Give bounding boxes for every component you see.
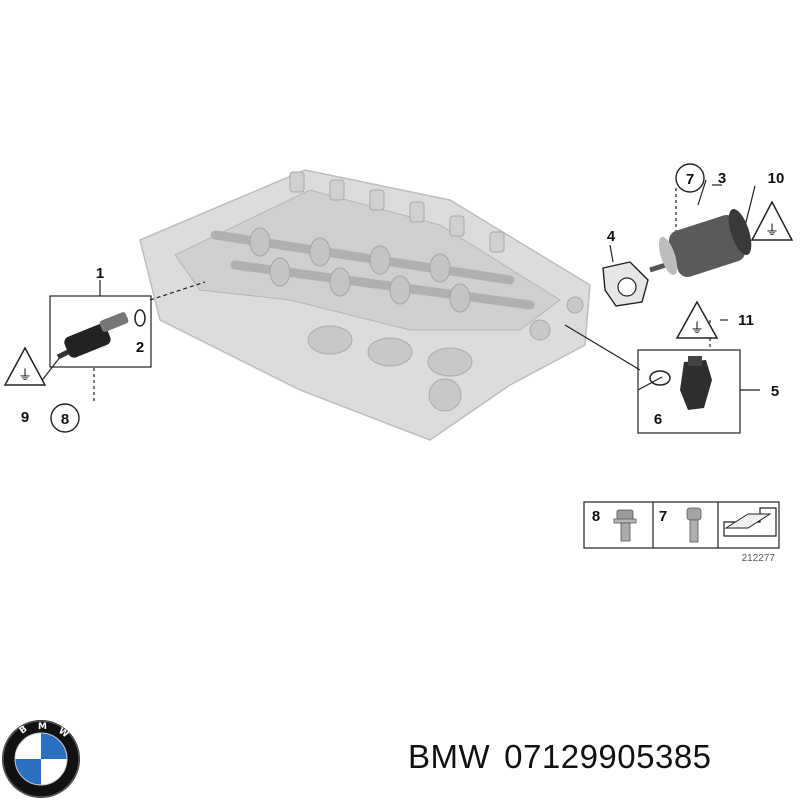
socket-screw-icon (686, 507, 702, 543)
figure-number: 212277 (742, 553, 776, 564)
footer-caption: BMW 07129905385 (408, 738, 726, 776)
o-ring-6 (649, 370, 671, 386)
callout-5: 5 (771, 383, 779, 400)
flange-bolt-icon (613, 509, 637, 542)
svg-text:M: M (38, 722, 47, 732)
eccentric-shaft-actuator (649, 209, 752, 278)
callout-3: 3 (718, 170, 726, 187)
callout-6: 6 (654, 411, 662, 428)
warning-triangle-9: ⏚ (3, 346, 47, 386)
callout-9: 9 (21, 409, 29, 426)
svg-text:⏚: ⏚ (690, 321, 704, 337)
sensor-group-box (637, 349, 741, 434)
callout-11: 11 (738, 312, 754, 329)
warning-triangle-10: ⏚ (750, 200, 794, 241)
oil-control-valve (56, 312, 129, 360)
gasket-part (602, 261, 649, 307)
callout-1: 1 (96, 265, 104, 282)
cylinder-head (139, 169, 591, 441)
fastener-legend: 8 7 (583, 501, 780, 549)
svg-text:⏚: ⏚ (765, 223, 779, 239)
callout-2: 2 (136, 339, 144, 356)
o-ring-2 (134, 309, 146, 327)
flat-surface-arrow-icon (723, 507, 777, 537)
svg-text:⏚: ⏚ (18, 368, 32, 384)
legend-item-7: 7 (659, 508, 667, 525)
callout-4: 4 (607, 228, 616, 245)
warning-triangle-11: ⏚ (675, 300, 719, 339)
svg-text:B: B (18, 724, 29, 736)
svg-text:W: W (56, 726, 70, 740)
solenoid-group-box (49, 295, 152, 368)
brand-name: BMW (408, 738, 491, 775)
leader-lines (39, 179, 760, 402)
part-number: 07129905385 (504, 738, 712, 775)
legend-item-8: 8 (592, 508, 600, 525)
callout-10: 10 (768, 170, 785, 187)
callout-8: 8 (61, 411, 69, 428)
bmw-logo: B M W (2, 720, 80, 798)
eccentric-shaft-sensor (680, 356, 712, 410)
callout-7: 7 (686, 171, 694, 188)
